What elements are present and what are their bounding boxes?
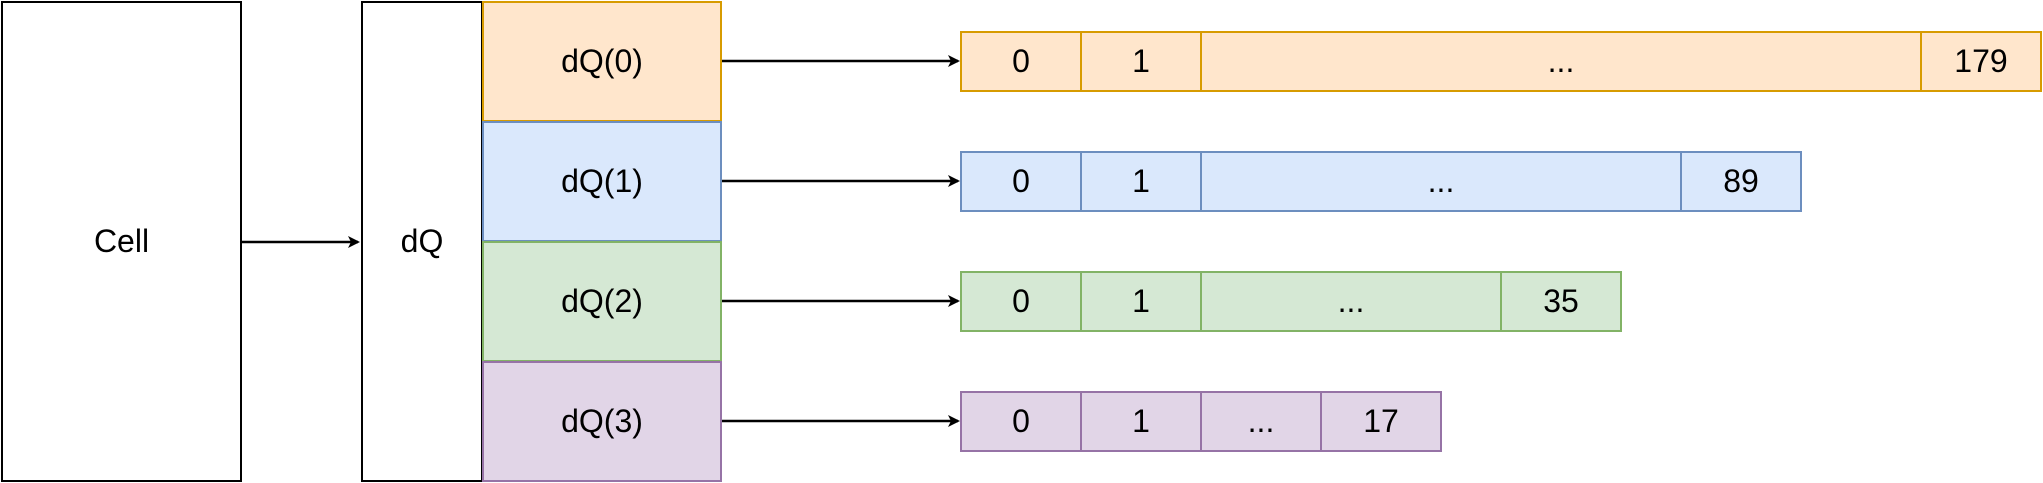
quantizer-box-2: dQ(2) [482, 241, 722, 362]
array-cell: 0 [960, 31, 1082, 92]
quantizer-label: dQ(3) [561, 403, 643, 439]
index-array-1: 0 1 ... 89 [960, 151, 1802, 212]
array-cell: 0 [960, 151, 1082, 212]
array-cell: 1 [1080, 271, 1202, 332]
quantizer-box-3: dQ(3) [482, 361, 722, 482]
index-array-3: 0 1 ... 17 [960, 391, 1442, 452]
array-cell: 35 [1500, 271, 1622, 332]
array-cell: 1 [1080, 151, 1202, 212]
dq-label: dQ [400, 223, 444, 259]
quantizer-box-0: dQ(0) [482, 1, 722, 122]
array-cell: 179 [1920, 31, 2042, 92]
quantizer-box-1: dQ(1) [482, 121, 722, 242]
cell-label: Cell [93, 223, 150, 259]
array-cell-ellipsis: ... [1200, 391, 1322, 452]
quantizer-label: dQ(2) [561, 283, 643, 319]
array-cell-ellipsis: ... [1200, 271, 1502, 332]
array-cell-ellipsis: ... [1200, 151, 1682, 212]
array-cell: 0 [960, 271, 1082, 332]
dq-box: dQ [361, 1, 483, 482]
array-cell: 1 [1080, 31, 1202, 92]
index-array-0: 0 1 ... 179 [960, 31, 2042, 92]
array-cell: 0 [960, 391, 1082, 452]
quantizer-label: dQ(1) [561, 163, 643, 199]
array-cell: 89 [1680, 151, 1802, 212]
quantizer-label: dQ(0) [561, 43, 643, 79]
array-cell: 17 [1320, 391, 1442, 452]
index-array-2: 0 1 ... 35 [960, 271, 1622, 332]
array-cell-ellipsis: ... [1200, 31, 1922, 92]
cell-box: Cell [1, 1, 242, 482]
array-cell: 1 [1080, 391, 1202, 452]
